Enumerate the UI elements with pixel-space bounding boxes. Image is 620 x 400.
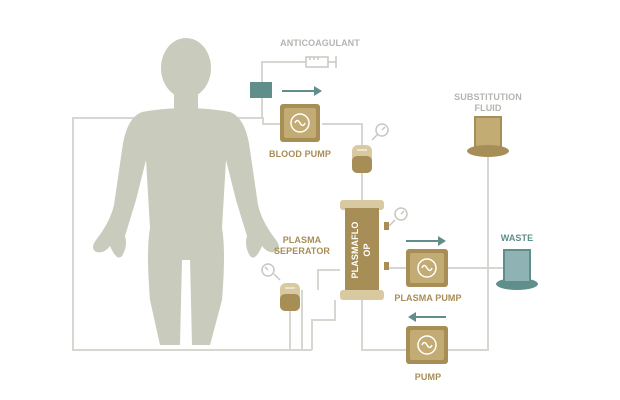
waste-container (496, 249, 538, 290)
waste-label: WASTE (501, 233, 534, 243)
pressure-gauge-icon (371, 123, 389, 141)
pump-icon (417, 335, 437, 355)
flow-arrow-icon (406, 236, 446, 246)
plasma-separator-label-line1: PLASMA (283, 235, 322, 245)
substitution-fluid-label-line1: SUBSTITUTION (454, 92, 522, 102)
blood-pump (280, 104, 320, 142)
substitution-fluid-label-line2: FLUID (475, 103, 502, 113)
tubing-lines (72, 61, 510, 351)
plasmaflo-filter: PLASMAFLO OP (340, 200, 389, 300)
plasmaflo-label-line1: PLASMAFLO (350, 222, 360, 279)
plasma-separator-label-line2: SEPERATOR (274, 246, 330, 256)
pump-label: PUMP (415, 372, 441, 382)
anticoagulant-label: ANTICOAGULANT (280, 38, 360, 48)
syringe-icon (298, 56, 337, 68)
blood-pump-label: BLOOD PUMP (269, 149, 331, 159)
drip-chamber-top (352, 145, 372, 173)
pressure-gauge-icon (388, 207, 408, 227)
drip-chamber-separator (280, 283, 300, 311)
flow-arrow-icon (282, 86, 322, 96)
pump-icon (417, 258, 437, 278)
anticoagulant-injector (250, 82, 272, 98)
plasmaflo-label-line2: OP (362, 243, 372, 256)
pressure-gauge-icon (261, 263, 281, 281)
plasma-pump (406, 249, 448, 287)
plasma-pump-label: PLASMA PUMP (394, 293, 461, 303)
return-pump (406, 326, 448, 364)
human-body-silhouette (93, 38, 279, 345)
substitution-fluid-container (467, 116, 509, 157)
pump-icon (290, 113, 310, 133)
flow-arrow-icon (408, 312, 446, 322)
